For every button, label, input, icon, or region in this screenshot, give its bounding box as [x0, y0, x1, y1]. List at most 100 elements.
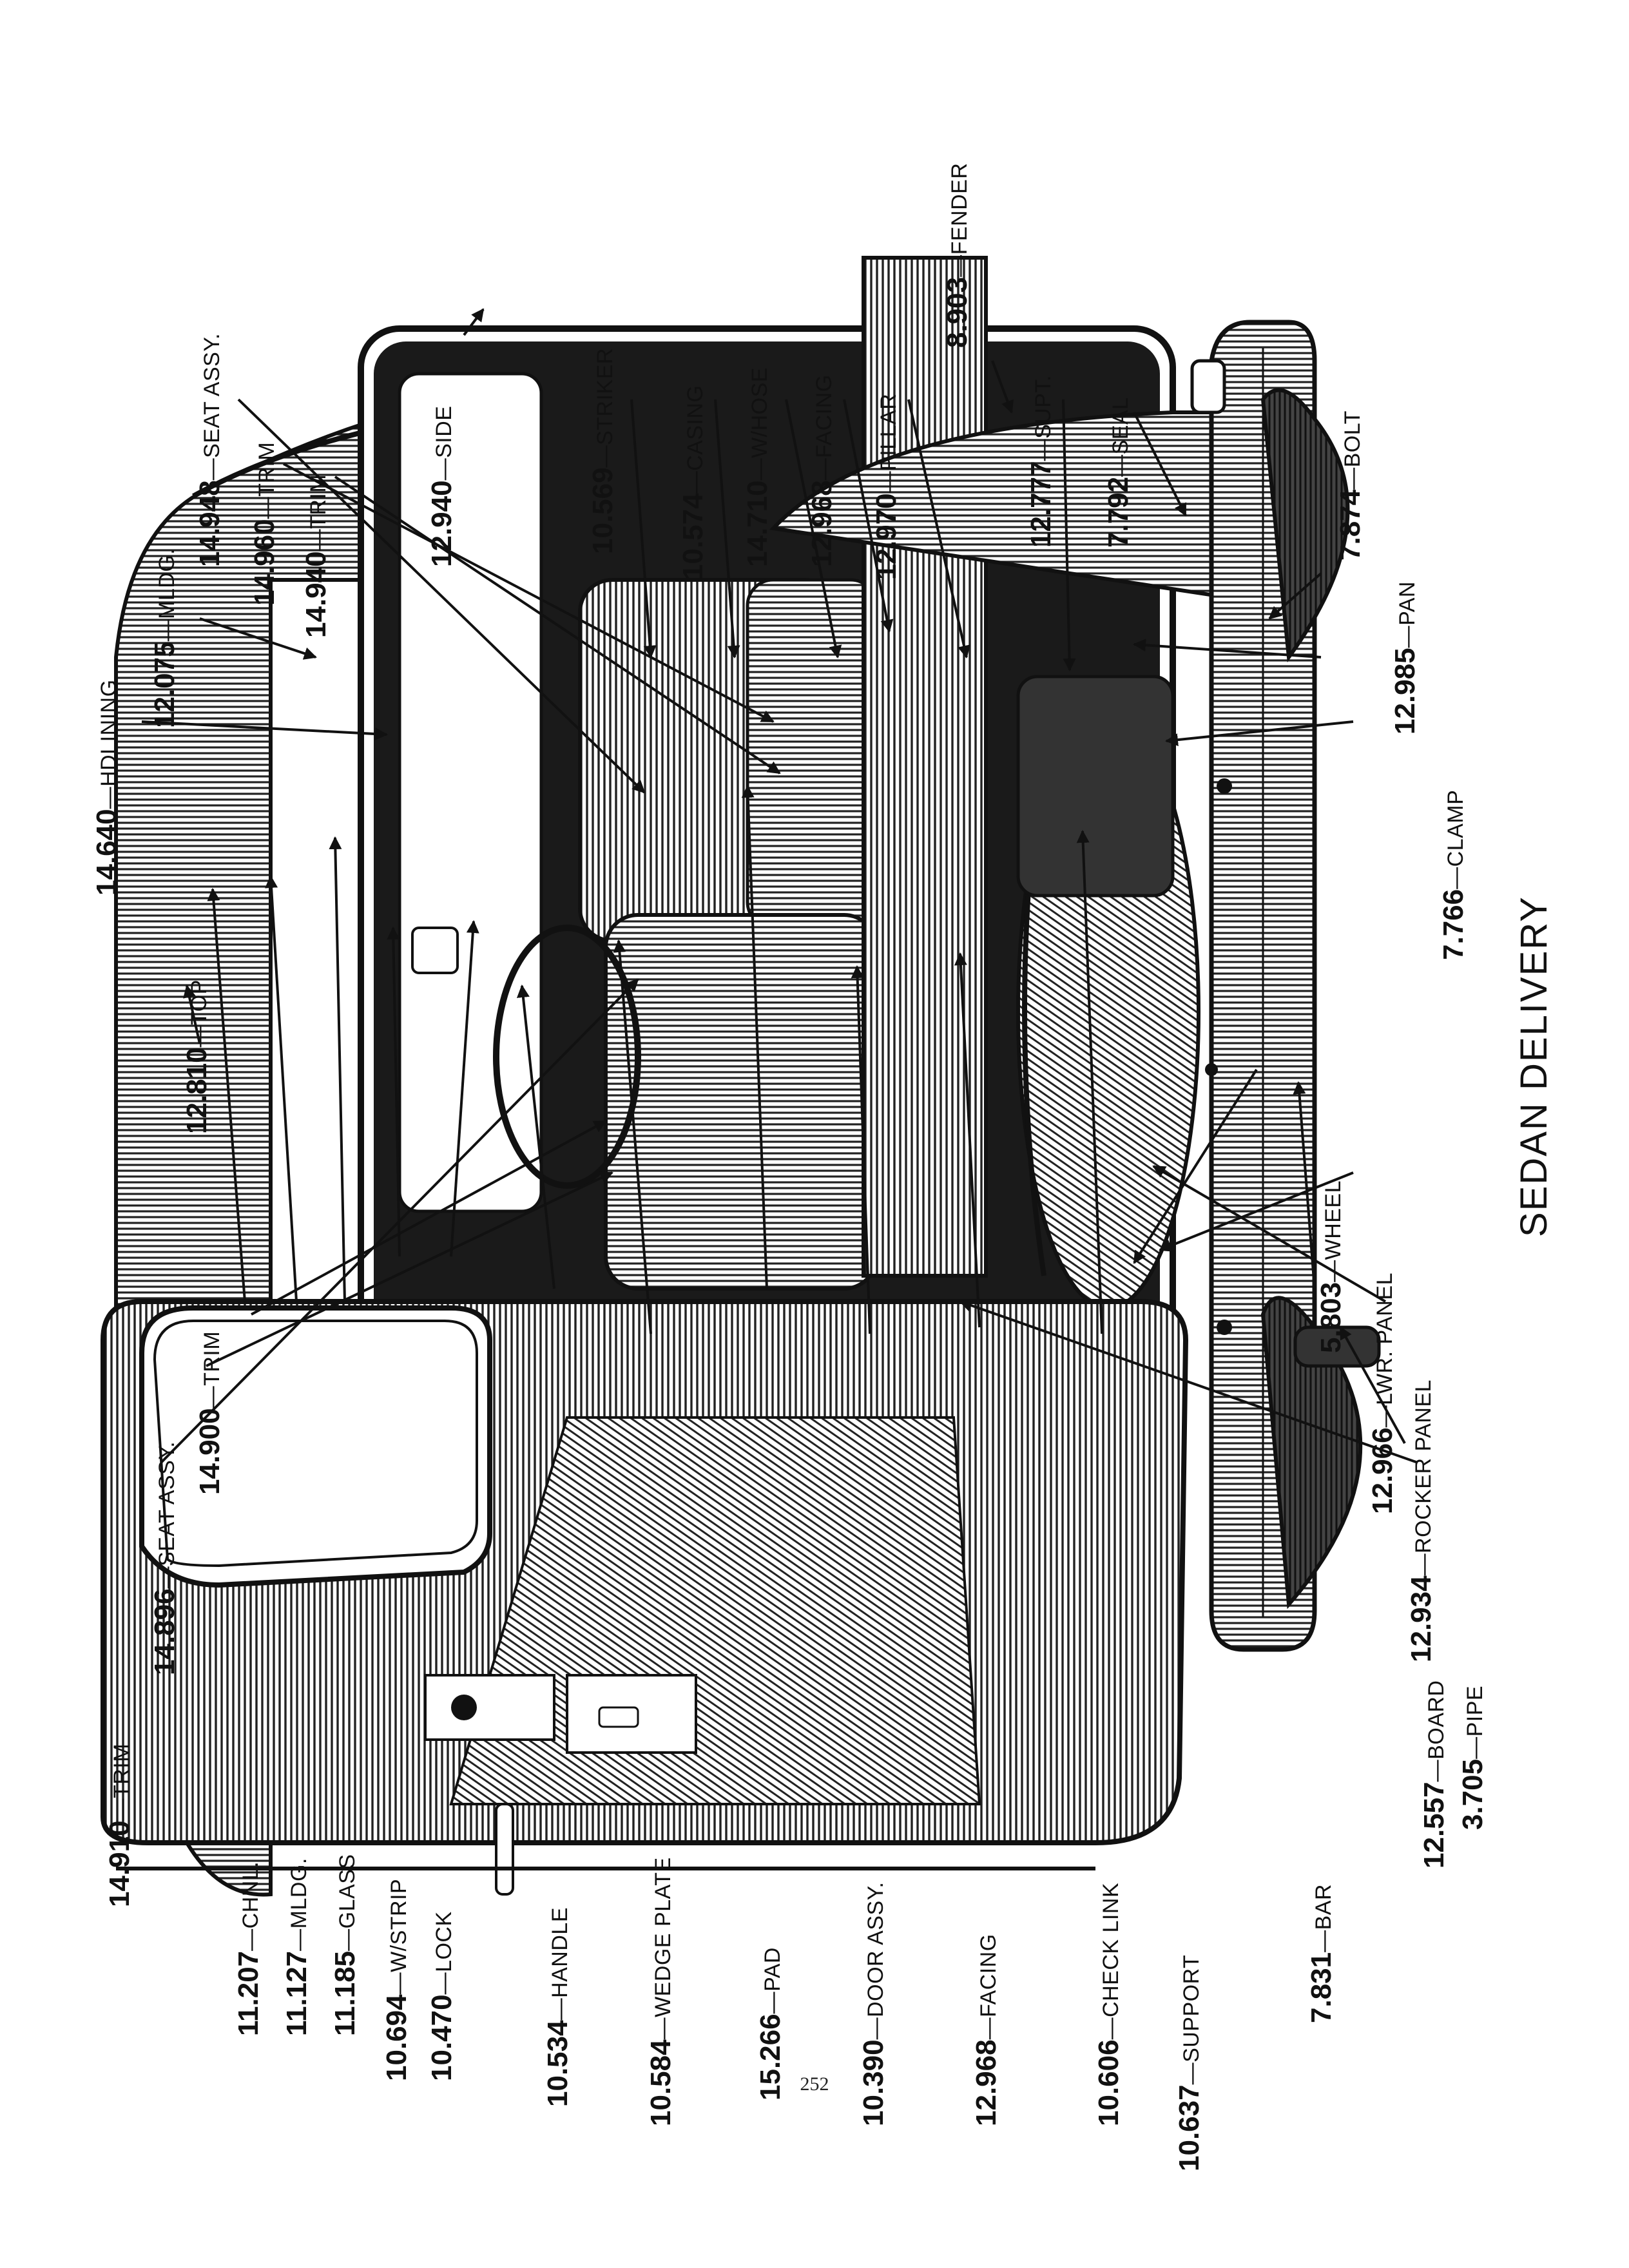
leader-line-10-390: [851, 965, 871, 1334]
callout-description: —MLDG.: [287, 1858, 311, 1951]
callout-12-075-mldg: 12.075—MLDG.: [149, 548, 180, 728]
leader-line-7-831: [1293, 1081, 1316, 1289]
callout-number: 10.534: [542, 2020, 574, 2107]
callout-description: —BOARD: [1424, 1680, 1449, 1782]
callout-description: —SEAT ASSY.: [200, 333, 224, 481]
callout-11-207-chnl: 11.207—CHNL.: [233, 1861, 264, 2036]
leader-line-12-810: [183, 985, 201, 1044]
callout-14-948-seat-assy: 14.948—SEAT ASSY.: [194, 333, 226, 567]
callout-number: 7.792: [1103, 477, 1134, 548]
callout-number: 8.903: [941, 277, 973, 348]
callout-number: 12.557: [1418, 1782, 1450, 1869]
leader-line-11-185: [329, 836, 346, 1302]
callout-12-985-pan: 12.985—PAN: [1389, 581, 1421, 735]
callout-number: 14.900: [194, 1408, 226, 1495]
callout-labels: 11.207—CHNL.11.127—MLDG.11.185—GLASS10.6…: [91, 163, 1489, 2171]
callout-7-792-seal: 7.792—SEAL: [1103, 397, 1134, 548]
leader-line-14-940: [334, 476, 781, 774]
callout-description: —TRIM: [200, 1331, 224, 1408]
leader-line-12-968: [954, 952, 981, 1328]
callout-number: 10.694: [381, 1994, 412, 2081]
callout-description: —LWR. PANEL: [1373, 1273, 1397, 1427]
callout-description: —CHNL.: [238, 1861, 263, 1951]
callout-description: —SUPPORT: [1179, 1955, 1204, 2085]
callout-12-968-facing: 12.968—FACING: [806, 374, 838, 567]
callout-description: —SIDE: [432, 406, 456, 481]
callout-description: —WHEEL: [1321, 1180, 1345, 1282]
callout-12-968-facing: 12.968—FACING: [970, 1934, 1002, 2126]
callout-description: —W/HOSE: [747, 367, 772, 480]
leader-line-12-966: [1159, 1171, 1354, 1252]
callout-number: 7.831: [1306, 1952, 1337, 2023]
callout-description: —HDLINING: [97, 679, 121, 809]
callout-description: —SUPT.: [1031, 375, 1055, 461]
callout-number: 11.185: [329, 1951, 361, 2036]
callout-14-960-trim: 14.960—TRIM: [249, 442, 280, 606]
callout-number: 14.640: [91, 809, 122, 896]
callout-number: 12.810: [181, 1047, 213, 1134]
callout-description: —TRIM: [110, 1744, 134, 1821]
callout-number: 10.574: [677, 493, 709, 580]
callout-number: 12.940: [426, 480, 458, 567]
callout-description: —PILLAR: [876, 394, 901, 494]
callout-description: —PAD: [760, 1947, 785, 2013]
callout-number: 5.803: [1315, 1282, 1347, 1353]
leader-line-10-569: [630, 399, 657, 658]
callout-10-569-striker: 10.569—STRIKER: [587, 348, 619, 554]
callout-10-574-casing: 10.574—CASING: [677, 385, 709, 580]
leader-line-7-874: [1268, 572, 1322, 620]
callout-description: —TRIM: [255, 442, 279, 519]
callout-description: —PAN: [1395, 581, 1420, 648]
leader-line-14-960: [283, 463, 775, 723]
callout-number: 10.637: [1173, 2084, 1205, 2171]
callout-number: 12.985: [1389, 648, 1421, 735]
leader-line-12-075: [199, 617, 317, 660]
callout-description: —FACING: [812, 374, 836, 480]
callout-5-803-wheel: 5.803—WHEEL: [1315, 1180, 1347, 1353]
callout-description: —FENDER: [947, 163, 972, 277]
callout-3-705-pipe: 3.705—PIPE: [1457, 1686, 1489, 1830]
callout-12-557-board: 12.557—BOARD: [1418, 1680, 1450, 1869]
callout-description: —CASING: [683, 385, 708, 494]
leader-line-10-574: [714, 399, 740, 658]
callout-description: —SEAL: [1108, 397, 1133, 476]
callout-number: 12.075: [149, 641, 180, 728]
callout-7-766-clamp: 7.766—CLAMP: [1438, 790, 1469, 960]
callout-14-710-w-hose: 14.710—W/HOSE: [742, 367, 773, 567]
leader-line-12-968: [843, 399, 894, 633]
callout-10-606-check-link: 10.606—CHECK LINK: [1093, 1883, 1124, 2126]
callout-number: 12.966: [1367, 1427, 1398, 1514]
leader-line-7-766: [1165, 720, 1354, 747]
leader-line-3-705: [1339, 1326, 1406, 1444]
callout-description: —BOLT: [1340, 410, 1365, 490]
callout-number: 10.470: [426, 1994, 458, 2081]
leader-line-14-640: [141, 720, 388, 741]
callout-number: 11.127: [281, 1951, 313, 2036]
callout-description: —TRIM: [306, 474, 331, 552]
leader-line-14-710: [785, 399, 842, 658]
callout-number: 14.960: [249, 519, 280, 606]
callout-description: —W/STRIP: [387, 1879, 411, 1995]
callout-description: —PIPE: [1463, 1686, 1487, 1759]
callout-number: 14.940: [300, 551, 332, 638]
callout-number: 10.584: [645, 2039, 677, 2126]
leader-line-10-606: [1076, 830, 1103, 1334]
callout-description: —ROCKER PANEL: [1411, 1379, 1436, 1575]
leader-line-10-470: [450, 920, 479, 1257]
leader-lines: [141, 308, 1418, 1464]
callout-description: —SEAT ASSY.: [155, 1441, 179, 1589]
callout-10-637-support: 10.637—SUPPORT: [1173, 1955, 1205, 2171]
callout-number: 14.710: [742, 480, 773, 567]
rear-door-drawing: [101, 1299, 1189, 1896]
callout-number: 10.606: [1093, 2039, 1124, 2126]
callout-14-896-seat-assy: 14.896—SEAT ASSY.: [149, 1441, 180, 1675]
callout-10-584-wedge-plate: 10.584—WEDGE PLATE: [645, 1857, 677, 2126]
callout-10-534-handle: 10.534—HANDLE: [542, 1907, 574, 2107]
callout-number: 7.874: [1335, 489, 1366, 561]
callout-10-470-lock: 10.470—LOCK: [426, 1911, 458, 2081]
callout-number: 14.948: [194, 480, 226, 567]
leader-line-14-900: [251, 1120, 607, 1316]
callout-description: —FACING: [976, 1934, 1001, 2039]
